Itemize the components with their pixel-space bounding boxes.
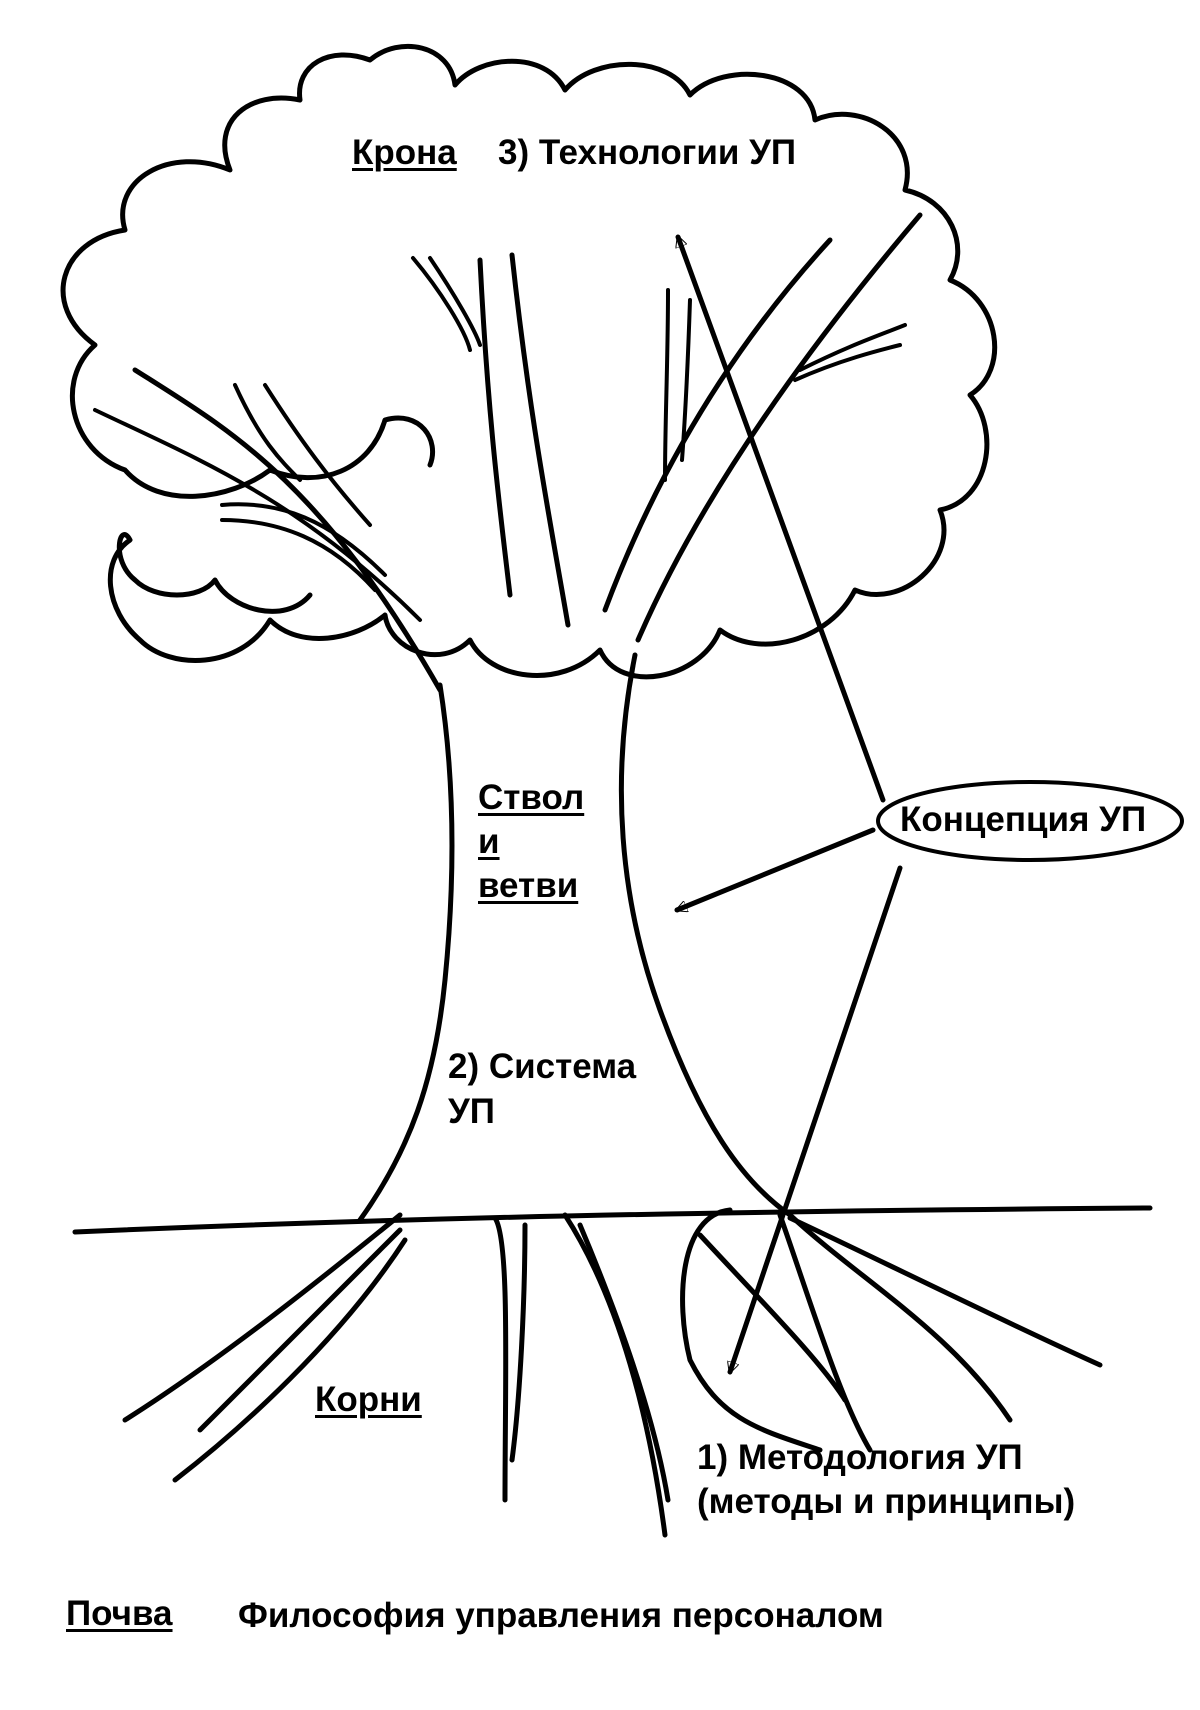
branch-4 <box>680 298 692 462</box>
crown-text: 3) Технологии УП <box>498 133 797 172</box>
system-line1: 2) Система <box>448 1047 637 1086</box>
crown-title: Крона <box>352 133 457 172</box>
branch-6 <box>793 343 902 382</box>
root-11 <box>787 1215 1103 1368</box>
root-4 <box>492 1215 509 1503</box>
branch-10 <box>263 383 372 527</box>
arrow-to-crown <box>678 234 886 803</box>
root-9 <box>777 1212 873 1453</box>
root-6 <box>562 1212 668 1538</box>
branch-2 <box>428 256 482 347</box>
trunk-line-left <box>477 257 513 598</box>
root-12 <box>697 1232 848 1403</box>
root-1 <box>122 1212 403 1423</box>
trunk-line-right2 <box>635 212 923 643</box>
trunk-line-center <box>509 252 571 628</box>
root-8 <box>680 1207 823 1453</box>
method-line1: 1) Методология УП <box>697 1438 1023 1477</box>
branch-8 <box>93 408 422 622</box>
branch-9 <box>233 383 302 482</box>
branch-7 <box>132 367 443 693</box>
soil-title: Почва <box>66 1594 173 1633</box>
trunk-line-right1 <box>602 237 833 613</box>
trunk-line2: и <box>478 822 500 861</box>
branch-11 <box>220 502 387 577</box>
root-5 <box>509 1222 528 1463</box>
root-2 <box>197 1227 403 1433</box>
concept-label: Концепция УП <box>900 800 1147 839</box>
branch-5 <box>798 323 907 372</box>
branch-3 <box>663 288 670 482</box>
trunk-left-edge <box>357 682 455 1223</box>
root-7 <box>577 1222 671 1503</box>
roots-title: Корни <box>315 1380 422 1419</box>
soil-line <box>72 1205 1153 1235</box>
crown-outline <box>60 43 998 680</box>
trunk-line1: Ствол <box>478 778 585 817</box>
trunk-line3: ветви <box>478 866 579 905</box>
root-10 <box>787 1212 1013 1423</box>
system-line2: УП <box>448 1092 495 1131</box>
arrow-to-roots <box>730 865 903 1375</box>
method-line2: (методы и принципы) <box>697 1482 1076 1521</box>
trunk-right-edge <box>618 652 793 1218</box>
arrow-to-trunk <box>674 827 876 913</box>
branch-1 <box>411 256 472 352</box>
concept-ellipse <box>876 780 1184 862</box>
branch-12 <box>220 518 377 592</box>
root-3 <box>172 1237 408 1483</box>
soil-text: Философия управления персоналом <box>238 1596 884 1635</box>
